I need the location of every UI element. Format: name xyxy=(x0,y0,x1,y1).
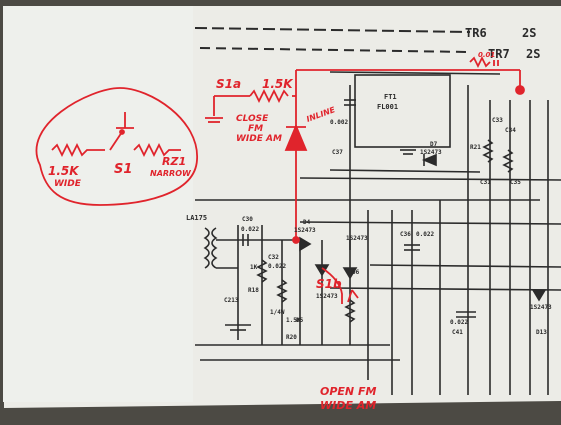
detail-rz1: RZ1 xyxy=(162,155,187,168)
c35-label: C35 xyxy=(510,179,521,186)
r21-label: R21 xyxy=(470,144,481,151)
c30-label: C30 xyxy=(242,216,253,223)
schematic-wiring xyxy=(195,71,561,395)
la175-label: LA175 xyxy=(186,214,208,222)
d7-label: D7 xyxy=(430,141,438,148)
r20-label: R20 xyxy=(286,334,297,341)
ic-label: FT1 xyxy=(384,93,397,101)
close-note-1: CLOSE xyxy=(236,114,269,124)
s1a-note: S1a xyxy=(216,77,242,91)
detail-oval xyxy=(35,87,198,206)
c33-label: C33 xyxy=(492,117,503,124)
r-1-5k-note: 1.5K xyxy=(262,77,293,91)
c34-label: C34 xyxy=(505,127,516,134)
d6-part: 1S2473 xyxy=(346,235,368,242)
header-code-tr6: TR6 xyxy=(465,26,487,40)
c41-label: C41 xyxy=(452,329,463,336)
open-note-2: WIDE AM xyxy=(320,399,377,412)
d6-label: D6 xyxy=(352,269,360,276)
s1b-note: S1b xyxy=(316,277,342,291)
c32-label: C32 xyxy=(268,254,279,261)
header-line xyxy=(194,27,471,53)
r20-value: 1.5K xyxy=(286,317,301,324)
d13-part: 1S2473 xyxy=(530,304,552,311)
c37-label: C37 xyxy=(332,149,343,156)
ic-sublabel: FL001 xyxy=(377,103,399,111)
detail-1-5k: 1.5K xyxy=(48,164,79,178)
open-note-1: OPEN FM xyxy=(320,385,377,398)
d13-label: D13 xyxy=(536,329,547,336)
detail-wide: WIDE xyxy=(54,179,81,189)
d5-label: D5 xyxy=(296,317,304,324)
c37-value: 0.002 xyxy=(330,119,349,126)
c213-label: C213 xyxy=(224,297,239,304)
header-code-tr7: TR7 xyxy=(488,47,510,61)
c36-value: 0.022 xyxy=(416,231,435,238)
d7-part: 1S2473 xyxy=(420,149,442,156)
jumper-note: 0.01 xyxy=(478,51,496,59)
detail-s1: S1 xyxy=(114,162,133,177)
d5-part: 1S2473 xyxy=(316,293,338,300)
close-note-2: FM xyxy=(248,124,264,134)
c31-label: C31 xyxy=(480,179,491,186)
close-note-3: WIDE AM xyxy=(236,134,282,144)
d4-label: D4 xyxy=(303,219,311,226)
header-code-2s-b: 2S xyxy=(526,47,541,61)
c36-label: C36 xyxy=(400,231,411,238)
detail-narrow: NARROW xyxy=(150,169,191,178)
r18-label: R18 xyxy=(248,287,259,294)
c30-value: 0.022 xyxy=(241,226,260,233)
r20-spec: 1/4W xyxy=(270,309,285,316)
red-annotations xyxy=(35,55,525,304)
c32-value: 0.022 xyxy=(268,263,287,270)
header-code-2s-a: 2S xyxy=(522,26,537,40)
c41-value: 0.022 xyxy=(450,319,469,326)
d4-part: 1S2473 xyxy=(294,227,316,234)
r18-value: 1K xyxy=(250,264,258,271)
